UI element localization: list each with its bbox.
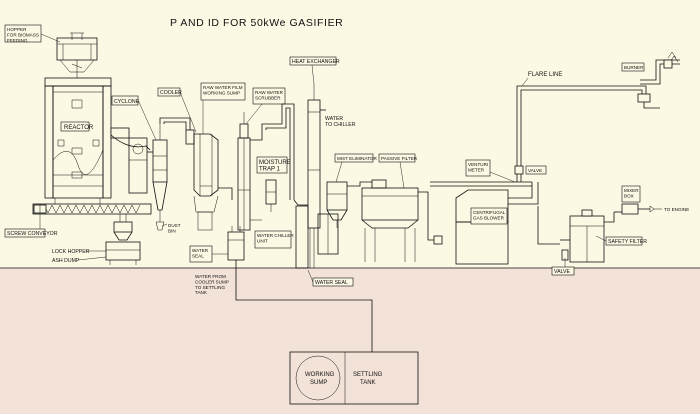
passive-filter-leader <box>399 161 405 189</box>
flare-line-label: FLARE LINE <box>528 72 562 78</box>
moisture-trap <box>265 179 277 212</box>
safety-filter-leader <box>595 235 607 242</box>
settling-tank <box>289 351 419 405</box>
pipe-cyclone-cooler-inner <box>163 121 187 130</box>
heat-exchanger <box>261 84 326 229</box>
hopper-leader <box>40 33 61 43</box>
heat-exchanger-label: HEAT EXCHANGER <box>292 59 340 65</box>
flare-line-leader <box>521 77 529 87</box>
water-chiller-label-box <box>254 230 292 249</box>
raw-water-film-label-box <box>200 82 246 101</box>
venturi-meter-label-box <box>465 159 491 177</box>
ash-dump-label: ASH DUMP <box>52 258 80 264</box>
moisture-trap-label-box <box>256 156 288 174</box>
mixer-box <box>614 203 655 215</box>
pipe-cyclone-cooler <box>159 117 191 130</box>
burner <box>640 51 680 85</box>
to-engine-label: TO ENGINE <box>664 207 689 212</box>
safety-filter <box>560 209 615 263</box>
raw-water-scrubber-label-box <box>252 87 286 105</box>
passive-filter-label: PASSIVE FILTER <box>381 156 418 161</box>
mist-eliminator <box>326 181 372 228</box>
ash-dump-leader <box>77 256 107 261</box>
reactor-shell <box>110 127 151 194</box>
dust-bin-leader <box>161 223 168 227</box>
ground-area <box>0 268 700 414</box>
burner-label: BURNER <box>624 65 644 70</box>
heat-exchanger-label-box <box>289 56 337 66</box>
lock-hopper <box>105 214 141 265</box>
cooler <box>185 129 233 231</box>
lock-hopper-label: LOCK HOPPER <box>52 249 90 255</box>
screw-conveyor-label-box <box>4 228 46 238</box>
valve-upper-label-box <box>525 165 547 175</box>
passive-filter <box>361 179 443 262</box>
mixer-box-label-box <box>621 185 641 203</box>
cooler-label: COOLER <box>160 90 182 96</box>
reactor-label: REACTOR <box>64 125 94 131</box>
screw-conveyor <box>32 198 152 215</box>
reactor <box>44 72 112 199</box>
passive-filter-label-box <box>378 153 416 163</box>
hopper-label-box <box>4 24 42 43</box>
flare-line <box>514 85 660 182</box>
mist-eliminator-leader <box>335 161 343 183</box>
water-seal-main <box>309 228 315 268</box>
diagram-title: P AND ID FOR 50kWe GASIFIER <box>170 17 343 29</box>
water-seal-small <box>227 226 245 261</box>
water-seal-leader <box>307 269 314 283</box>
heat-exchanger-leader <box>311 64 315 85</box>
raw-water-scrubber-leader <box>245 103 263 125</box>
pipe-drain <box>235 260 373 352</box>
reactor-label-box <box>60 121 90 132</box>
hopper <box>56 32 98 73</box>
water-seal-label: WATER SEAL <box>315 280 348 286</box>
mist-eliminator-label: MIST ELIMINATOR <box>337 156 378 161</box>
mist-eliminator-label-box <box>334 153 374 163</box>
venturi-meter-leader <box>489 171 516 183</box>
cyclone-leader <box>137 99 157 141</box>
valve-lower-label: VALVE <box>554 269 570 275</box>
screw-conveyor-label: SCREW CONVEYOR <box>7 231 58 237</box>
cooler-leader <box>179 91 197 133</box>
valve-upper-label: VALVE <box>528 168 542 173</box>
cyclone-label: CYCLONE <box>114 99 140 105</box>
safety-filter-label: SAFETY FILTER <box>608 239 647 245</box>
water-chiller-unit <box>295 205 339 269</box>
scrubber <box>237 112 263 231</box>
valve-lower-label-box <box>551 266 575 276</box>
burner-label-box <box>621 62 645 72</box>
centrifugal-blower-label-box <box>470 207 508 225</box>
cyclone <box>147 124 168 231</box>
